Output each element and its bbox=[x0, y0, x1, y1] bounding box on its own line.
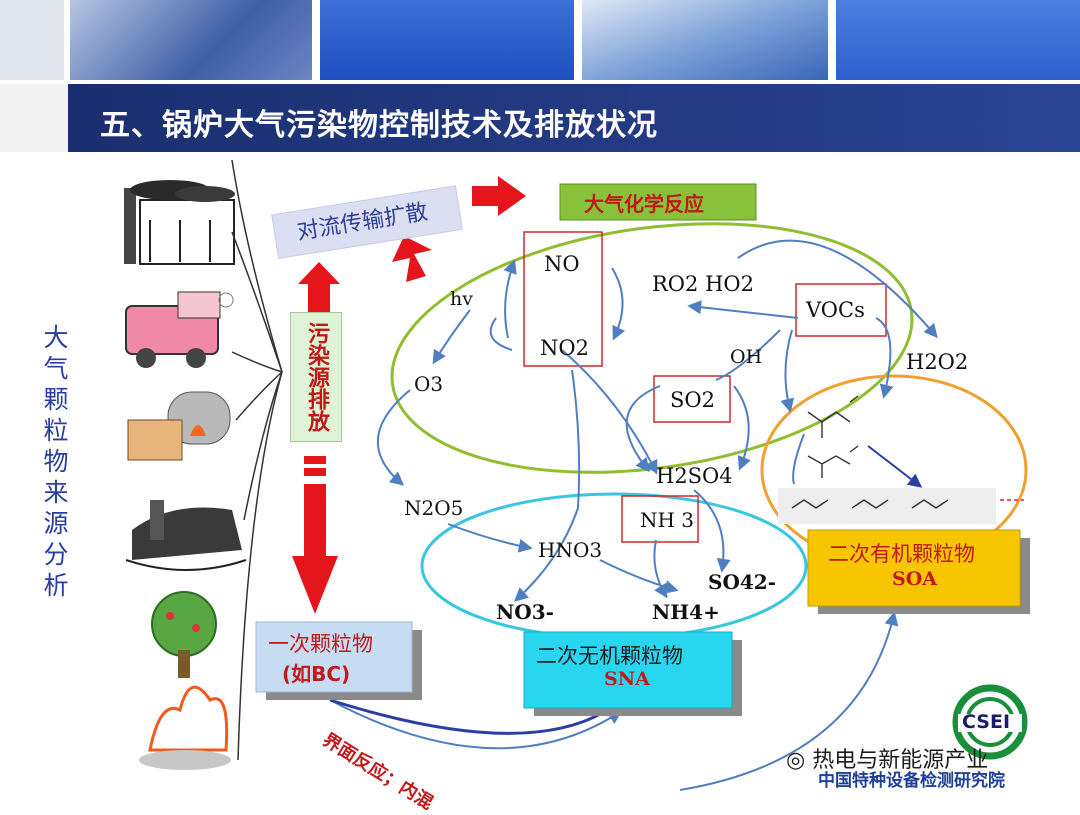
header-photo-5 bbox=[836, 0, 1080, 80]
title-left-accent bbox=[0, 84, 68, 152]
no3-ion-label: NO3- bbox=[496, 600, 554, 624]
sna-line2: SNA bbox=[604, 668, 650, 690]
logo-text: CSEI bbox=[962, 711, 1011, 733]
convection-box bbox=[271, 185, 463, 260]
csei-logo: CSEI bbox=[952, 684, 1028, 760]
sna-box bbox=[523, 631, 733, 709]
ro2-ho2-label: RO2 HO2 bbox=[652, 272, 754, 296]
vocs-label: VOCs bbox=[806, 298, 865, 322]
watermark-text: ◎ 热电与新能源产业 bbox=[786, 748, 989, 773]
header-photo-band bbox=[0, 0, 1080, 80]
flow-arrows bbox=[329, 239, 938, 791]
nh3-label: NH 3 bbox=[640, 508, 695, 532]
hv-label: hv bbox=[450, 288, 473, 310]
no2-label: NO2 bbox=[540, 336, 589, 360]
n2o5-label: N2O5 bbox=[404, 496, 464, 520]
hno3-label: HNO3 bbox=[538, 538, 603, 562]
red-arrow-up-2 bbox=[392, 236, 432, 282]
so4-ion-label: SO42- bbox=[708, 570, 776, 594]
tree-icon bbox=[151, 591, 217, 678]
so2-label: SO2 bbox=[670, 388, 715, 412]
nh3-box bbox=[621, 495, 699, 543]
header-photo-3 bbox=[320, 0, 574, 80]
h2o2-label: H2O2 bbox=[906, 350, 969, 374]
stove-icon bbox=[127, 391, 231, 461]
atm-chem-box bbox=[559, 183, 757, 221]
farmer-ox-icon bbox=[125, 500, 247, 571]
institute-name: 中国特种设备检测研究院 bbox=[818, 771, 1005, 791]
primary-particle-line1: 一次颗粒物 bbox=[268, 632, 373, 656]
vocs-box bbox=[795, 283, 887, 337]
interface-arrow bbox=[329, 698, 605, 735]
o3-label: O3 bbox=[414, 372, 444, 396]
watermark-label: 热电与新能源产业 bbox=[812, 748, 989, 773]
fire-icon bbox=[139, 685, 231, 770]
header-photo-4 bbox=[582, 0, 828, 80]
truck-icon bbox=[125, 291, 234, 368]
h2so4-label: H2SO4 bbox=[656, 464, 733, 488]
atm-chem-ellipse bbox=[390, 222, 914, 474]
no-nox-box bbox=[523, 231, 603, 367]
red-arrow-right bbox=[472, 176, 526, 216]
soa-line2: SOA bbox=[892, 568, 938, 590]
header-photo-2 bbox=[70, 0, 312, 80]
no-label: NO bbox=[544, 252, 580, 276]
title-bar: 五、锅炉大气污染物控制技术及排放状况 bbox=[68, 84, 1080, 152]
primary-box bbox=[255, 621, 413, 693]
factory-icon bbox=[124, 180, 235, 265]
slide-title: 五、锅炉大气污染物控制技术及排放状况 bbox=[100, 108, 658, 143]
left-vertical-label: 大气颗粒物来源分析 bbox=[43, 323, 69, 600]
soa-box bbox=[807, 529, 1021, 607]
header-photo-1 bbox=[0, 0, 64, 80]
pollution-source-box: 污染源排放 bbox=[290, 312, 342, 442]
oh-label: OH bbox=[730, 346, 763, 368]
soa-line1: 二次有机颗粒物 bbox=[828, 542, 975, 566]
pollution-source-label: 污染源排放 bbox=[304, 322, 329, 432]
source-convergence-lines bbox=[231, 159, 283, 761]
sna-line1: 二次无机颗粒物 bbox=[536, 644, 683, 668]
nh4-ion-label: NH4+ bbox=[652, 600, 720, 624]
soa-chem-arrow bbox=[867, 445, 923, 488]
atm-chem-label: 大气化学反应 bbox=[584, 192, 704, 216]
red-arrow-up-1 bbox=[298, 262, 340, 312]
primary-particle-line2: (如BC) bbox=[282, 662, 351, 686]
red-arrow-down bbox=[292, 456, 338, 614]
so2-box bbox=[653, 375, 731, 423]
organic-molecules bbox=[778, 395, 1024, 524]
